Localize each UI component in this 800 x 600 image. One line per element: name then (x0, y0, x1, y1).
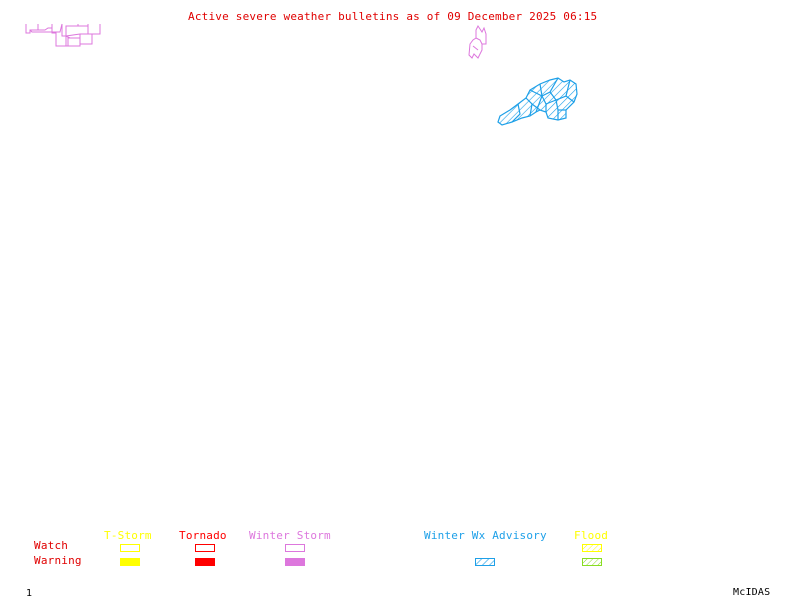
legend-swatch-winter-wx-advisory (475, 558, 495, 566)
legend-label-tornado: Tornado (179, 529, 227, 542)
winter-storm-area-north-central (468, 25, 487, 59)
legend-swatch-tornado-warning (195, 558, 215, 566)
legend-label-flood: Flood (574, 529, 609, 542)
legend-swatch-winter-storm-watch (285, 544, 305, 552)
frame-number: 1 (26, 588, 33, 599)
legend-swatch-tstorm-watch (120, 544, 140, 552)
page-title: Active severe weather bulletins as of 09… (188, 10, 598, 23)
winter-storm-area-northwest (25, 23, 101, 47)
legend-swatch-tstorm-warning (120, 558, 140, 566)
legend-label-winter-storm: Winter Storm (249, 529, 331, 542)
legend-label-winter-wx-advisory: Winter Wx Advisory (424, 529, 547, 542)
winter-wx-advisory-area-northeast (497, 77, 578, 126)
legend-swatch-flood-warning (582, 558, 602, 566)
legend-row-label-warning: Warning (34, 554, 82, 567)
legend-row-label-watch: Watch (34, 539, 69, 552)
legend-swatch-flood-watch (582, 544, 602, 552)
legend-label-tstorm: T-Storm (104, 529, 152, 542)
legend-swatch-winter-storm-warning (285, 558, 305, 566)
legend-swatch-tornado-watch (195, 544, 215, 552)
software-label: McIDAS (733, 587, 771, 598)
